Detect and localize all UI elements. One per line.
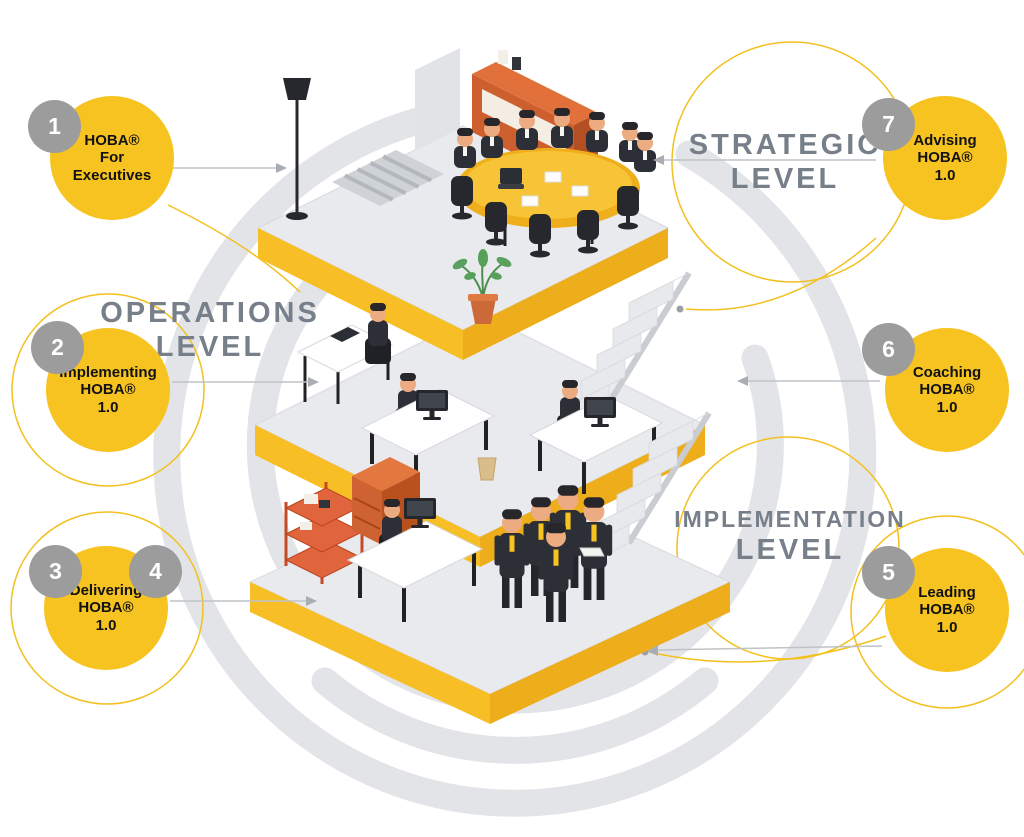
level-label-line: STRATEGIC — [688, 129, 882, 161]
badge-text-line: HOBA® — [80, 381, 136, 399]
doormat — [332, 150, 444, 206]
level-label-line: IMPLEMENTATION — [674, 506, 906, 532]
decorative-yellow-circles — [10, 41, 1024, 709]
badge-text-line: HOBA® — [78, 599, 134, 617]
arrow-left-icon — [647, 645, 658, 656]
level-label-line: LEVEL — [735, 534, 845, 567]
badge-number-2: 2 — [31, 321, 84, 374]
laptop — [330, 327, 360, 342]
arrow-right-icon — [308, 377, 319, 387]
arrow-left-icon — [737, 376, 748, 386]
badge-number-3: 3 — [29, 545, 82, 598]
badge-text-line: Coaching — [912, 364, 982, 382]
arrow-left-icon — [653, 155, 664, 165]
badge-text-line: HOBA® — [84, 132, 140, 150]
badge-text-line: HOBA® — [919, 381, 975, 399]
arrow-right-icon — [276, 163, 287, 173]
badge-text-line: 1.0 — [95, 616, 117, 634]
bottom-floor-contents — [284, 411, 712, 622]
connector-lines — [170, 159, 883, 651]
badge-text-line: Implementing — [59, 364, 157, 382]
badge-number-1: 1 — [28, 100, 81, 153]
badge-text-line: 1.0 — [97, 398, 119, 416]
badge-text-line: HOBA® — [919, 601, 975, 619]
building-illustration — [248, 48, 732, 724]
middle-floor-contents — [296, 249, 692, 494]
badge-number-4: 4 — [129, 545, 182, 598]
wall-panel — [415, 48, 460, 150]
badge-text-line: Delivering — [69, 582, 143, 600]
shelf-rack — [284, 482, 364, 584]
floor-lamp — [283, 78, 311, 220]
badge-text-line: HOBA® — [917, 149, 973, 167]
strategic-level-label: STRATEGIC LEVEL — [655, 128, 915, 196]
person — [634, 132, 656, 172]
badge-text-line: 1.0 — [936, 618, 958, 636]
level-label-line: LEVEL — [730, 163, 840, 196]
level-label-line: LEVEL — [155, 331, 265, 364]
connector-arrows — [276, 155, 748, 656]
level-label-line: OPERATIONS — [100, 297, 320, 329]
potted-plant — [452, 249, 512, 324]
badge-number-5: 5 — [862, 546, 915, 599]
badge-text-line: Advising — [913, 132, 977, 150]
operations-level-label: OPERATIONS LEVEL — [80, 296, 340, 364]
top-floor-contents — [283, 48, 656, 258]
papers — [521, 171, 589, 207]
badge-text-line: For — [99, 149, 125, 167]
badge-coaching-hoba: Coaching HOBA® 1.0 — [885, 328, 1009, 452]
trash-bin — [477, 457, 497, 481]
staircase — [584, 411, 712, 566]
desk — [346, 498, 484, 622]
laptop — [498, 168, 524, 189]
arrow-right-icon — [306, 596, 317, 606]
badge-number-7: 7 — [862, 98, 915, 151]
badge-text-line: Leading — [918, 584, 976, 602]
connector-line-5 — [655, 645, 883, 651]
badge-text-line: Executives — [72, 166, 152, 184]
badge-text-line: 1.0 — [936, 398, 958, 416]
laptop — [579, 547, 605, 557]
implementation-level-label: IMPLEMENTATION LEVEL — [645, 506, 935, 567]
badge-number-6: 6 — [862, 323, 915, 376]
badge-text-line: 1.0 — [934, 166, 956, 184]
